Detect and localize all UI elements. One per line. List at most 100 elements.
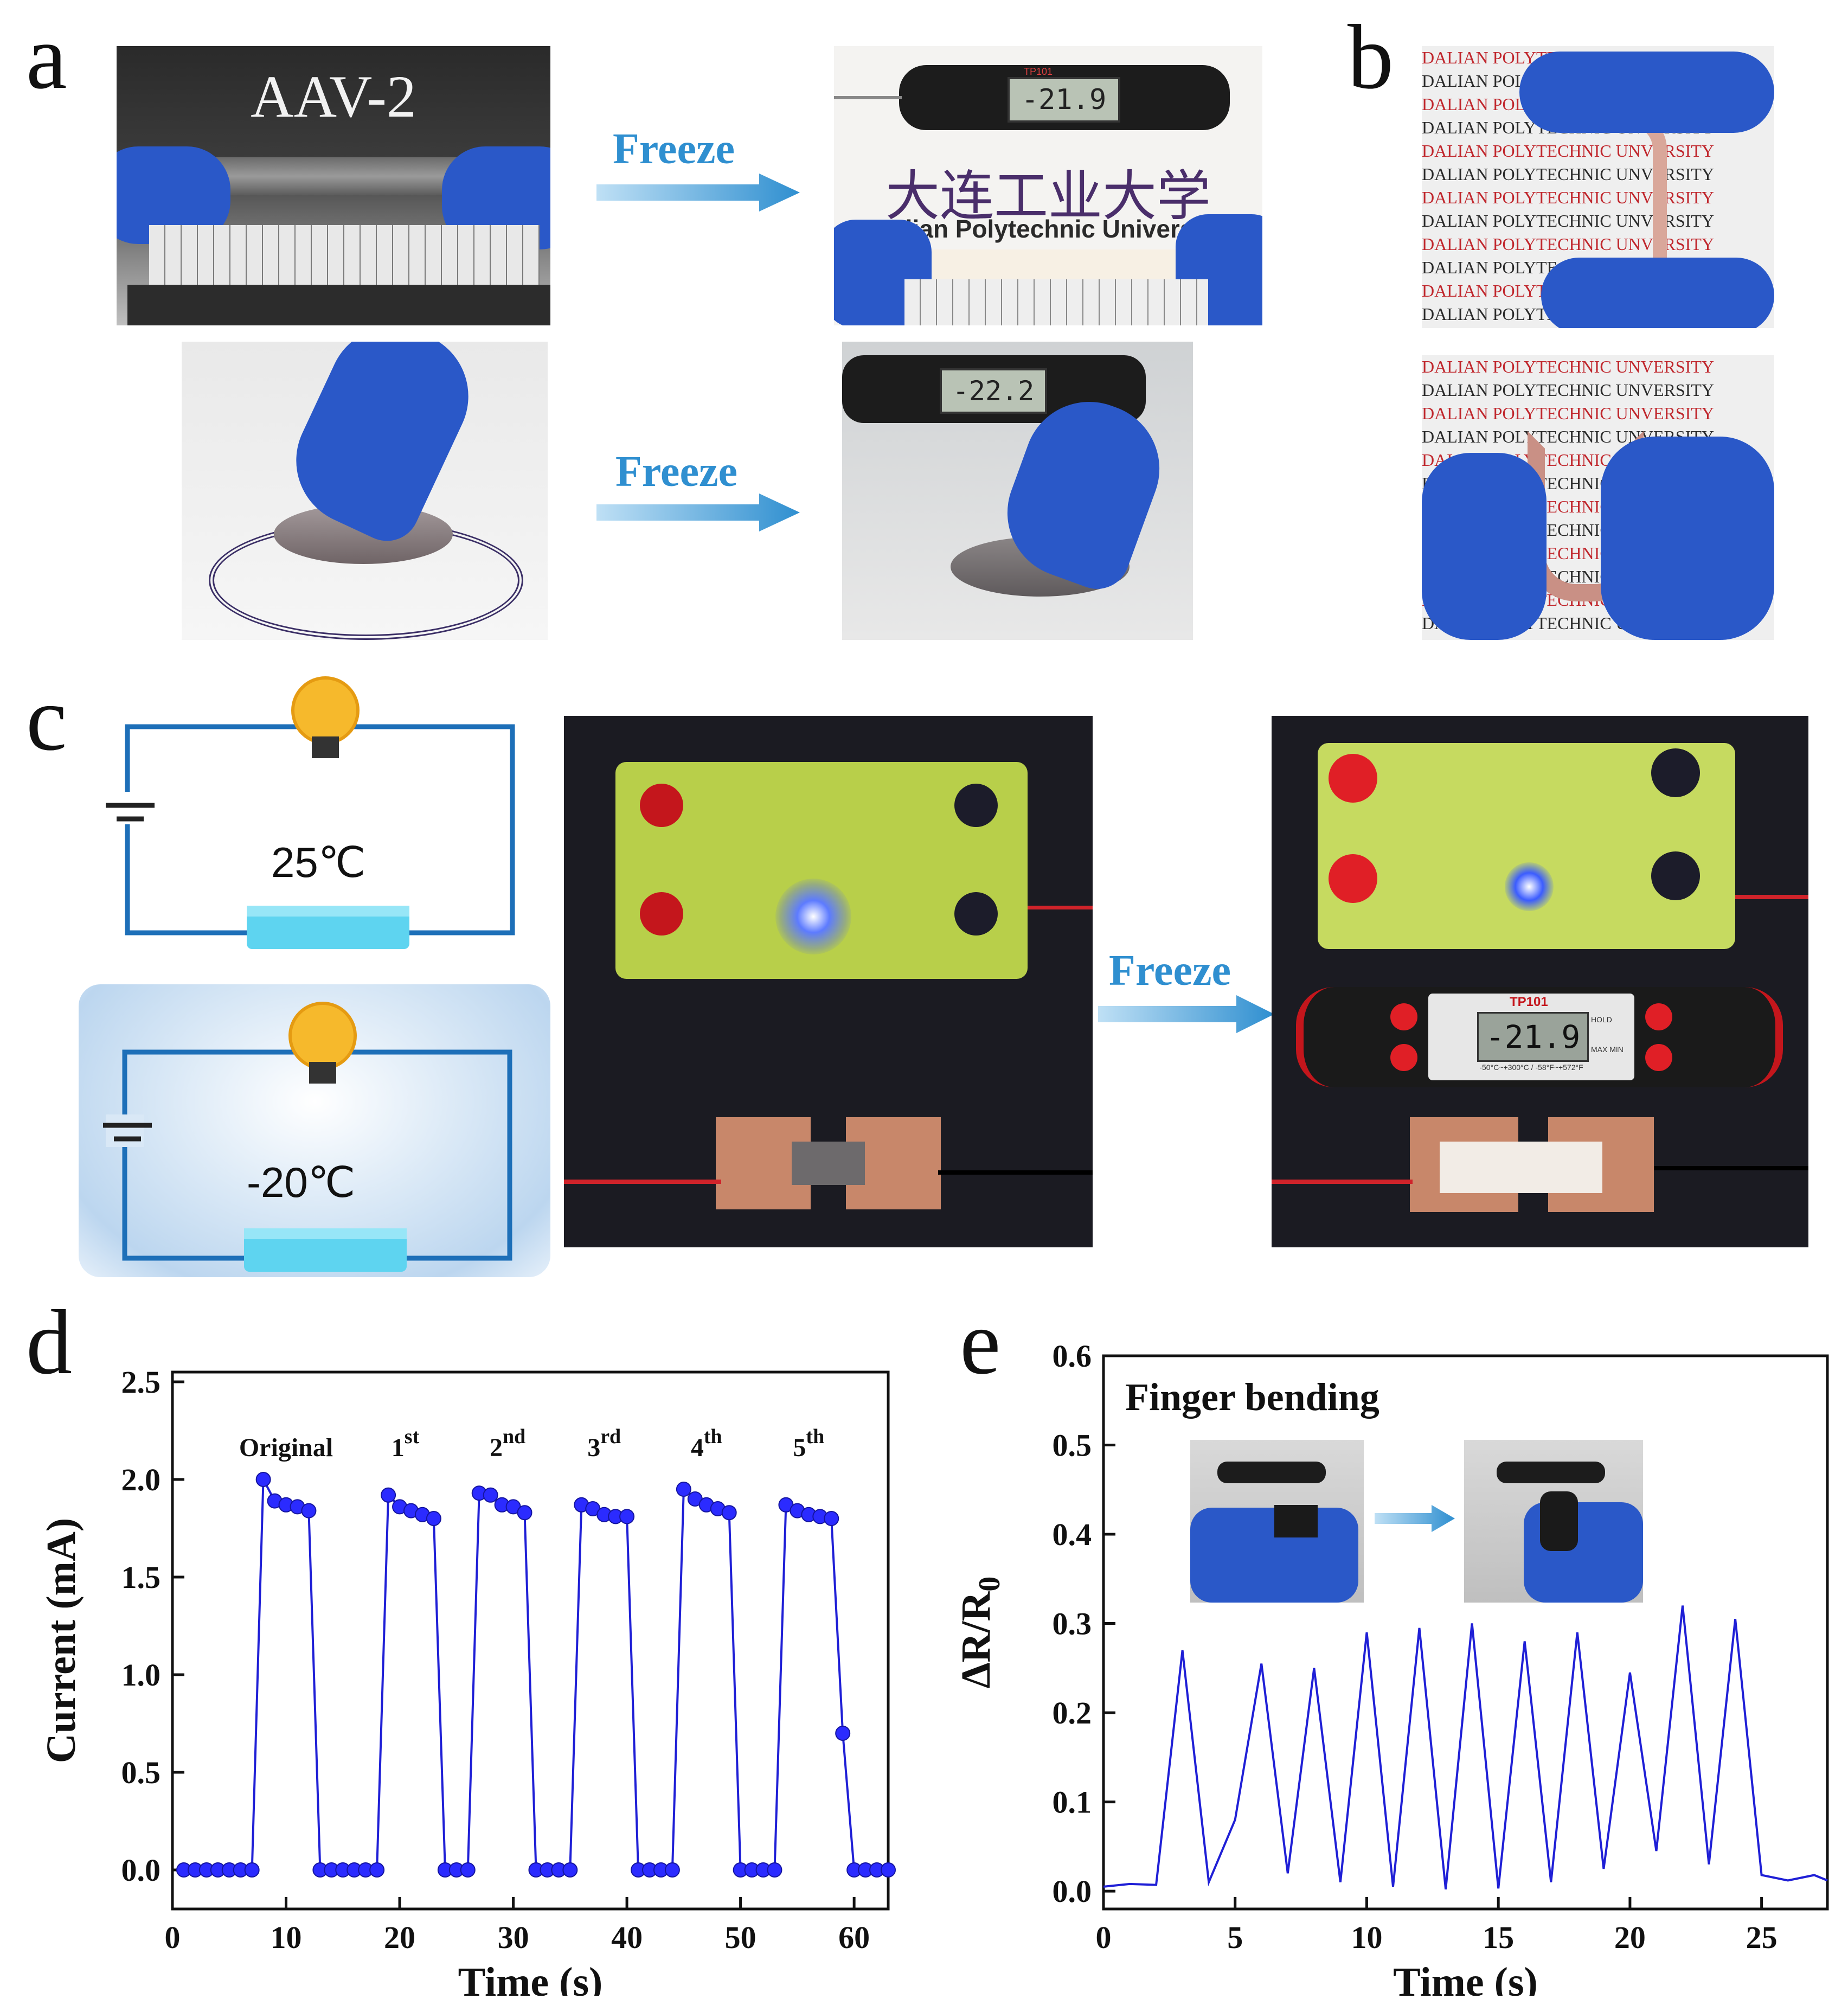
- photo-frozen-disc: -22.2: [842, 342, 1193, 640]
- wire-black-2: [1654, 1166, 1808, 1170]
- wire-board-red-2: [1735, 895, 1808, 899]
- y-tick-label: 0.6: [1053, 1338, 1092, 1374]
- data-point: [881, 1862, 896, 1878]
- y-tick-label: 0.5: [121, 1755, 161, 1790]
- glove-b-top: [1519, 52, 1774, 133]
- background-text-line: DALIAN POLYTECHNIC UNVERSITY: [1422, 403, 1714, 423]
- cycle-annotation-main: 1: [392, 1433, 405, 1462]
- banner-english: Dalian Polytechnic University: [873, 215, 1223, 243]
- x-tick-label: 30: [498, 1920, 529, 1955]
- inset-arrow: [1375, 1505, 1455, 1532]
- thermo-display-c: -21.9: [1477, 1012, 1589, 1062]
- terminal-red-3: [1329, 754, 1377, 803]
- freeze-arrow-c: [1098, 995, 1274, 1033]
- data-point: [664, 1862, 680, 1878]
- data-point: [426, 1511, 441, 1526]
- cycle-annotation-main: Original: [239, 1433, 333, 1462]
- sample-label: AAV-2: [251, 63, 416, 130]
- y-tick-label: 2.0: [121, 1462, 161, 1497]
- terminal-black-3: [1651, 748, 1700, 797]
- ruler-dark: [127, 285, 550, 325]
- series-line: [184, 1475, 888, 1871]
- terminal-black-2: [954, 892, 998, 936]
- banner-chinese: 大连工业大学: [886, 164, 1211, 228]
- terminal-red-1: [640, 784, 683, 827]
- thermometer-probe: [834, 96, 902, 99]
- photo-led-circuit-frozen: TP101 -21.9 HOLD MAX MIN -50°C~+300°C / …: [1272, 716, 1808, 1247]
- y-tick-label: 0.4: [1053, 1517, 1092, 1552]
- terminal-black-1: [954, 784, 998, 827]
- y-tick-label: 0.1: [1053, 1785, 1092, 1820]
- y-tick-label: 2.5: [121, 1364, 161, 1400]
- panel-label-a: a: [26, 6, 67, 108]
- background-text-line: DALIAN POLYTECHNIC UNVERSITY: [1422, 380, 1714, 400]
- hydrogel-sample-frozen: [1440, 1142, 1602, 1193]
- inset-sensor-straight: [1274, 1505, 1318, 1537]
- y-axis-label: Current (mA): [39, 1518, 84, 1763]
- thermo-hold: HOLD: [1591, 1015, 1612, 1024]
- data-point: [676, 1482, 691, 1497]
- series-line: [1103, 1605, 1828, 1890]
- data-point: [301, 1503, 317, 1519]
- wire-board-red: [1028, 906, 1093, 909]
- freeze-arrow-a-top: [596, 174, 800, 212]
- x-tick-label: 50: [725, 1920, 756, 1955]
- panel-label-e: e: [960, 1291, 1001, 1393]
- temp-label-warm: 25℃: [271, 838, 366, 886]
- data-point: [381, 1487, 396, 1503]
- frozen-strip: [915, 249, 1186, 279]
- cycle-annotation: 2nd: [490, 1425, 525, 1462]
- terminal-red-2: [640, 892, 683, 936]
- background-text-line: DALIAN POLYTECHNIC UNVERSITY: [1422, 357, 1714, 376]
- cycle-annotation: 1st: [392, 1425, 420, 1462]
- ruler-2: [904, 279, 1208, 325]
- thermo-button-1: [1390, 1003, 1417, 1030]
- x-tick-label: 40: [611, 1920, 643, 1955]
- panel-label-c: c: [26, 668, 67, 770]
- thermometer-a-top: -21.9 TP101: [899, 65, 1230, 130]
- y-tick-label: 0.3: [1053, 1606, 1092, 1642]
- photo-hydrogel-strip: AAV-2: [117, 46, 550, 325]
- cycle-annotation: 4th: [691, 1425, 722, 1462]
- thermo-button-4: [1645, 1044, 1672, 1071]
- thermo-button-2: [1390, 1044, 1417, 1071]
- cycle-annotation-main: 5: [793, 1433, 806, 1462]
- x-tick-label: 15: [1483, 1920, 1514, 1955]
- led-glow: [775, 879, 851, 954]
- panel-label-b: b: [1348, 6, 1394, 108]
- data-point: [255, 1472, 271, 1487]
- cycle-annotation: 5th: [793, 1425, 824, 1462]
- y-tick-label: 0.0: [1053, 1874, 1092, 1909]
- chart-title: Finger bending: [1125, 1375, 1379, 1419]
- data-point: [517, 1505, 532, 1521]
- y-tick-label: 0.0: [121, 1853, 161, 1888]
- inset-thermometer-2: [1497, 1462, 1605, 1483]
- x-tick-label: 5: [1227, 1920, 1243, 1955]
- circuit-diagram-cold: [103, 1002, 512, 1272]
- x-tick-label: 20: [384, 1920, 415, 1955]
- plot-frame: [1102, 1354, 1829, 1911]
- y-tick-label: 1.0: [121, 1657, 161, 1693]
- thermo-brand-c: TP101: [1510, 995, 1548, 1009]
- panel-label-d: d: [26, 1291, 72, 1393]
- photo-frozen-strip: -21.9 TP101 大连工业大学 Dalian Polytechnic Un…: [834, 46, 1262, 325]
- led-glow-2: [1505, 862, 1554, 911]
- data-point: [562, 1862, 578, 1878]
- x-axis-label: Time (s): [1393, 1959, 1538, 1996]
- glove-b-right: [1601, 437, 1774, 640]
- x-tick-label: 60: [838, 1920, 870, 1955]
- data-point: [483, 1487, 498, 1503]
- wire-red-2: [1272, 1180, 1413, 1184]
- freeze-label-c: Freeze: [1109, 947, 1231, 995]
- y-axis-label-main: ΔR/R: [953, 1591, 999, 1689]
- cycle-annotation: 3rd: [587, 1425, 621, 1462]
- glove-b-bottom: [1541, 258, 1774, 328]
- thermo-range: -50°C~+300°C / -58°F~+572°F: [1479, 1063, 1583, 1072]
- data-point: [369, 1862, 385, 1878]
- data-point: [244, 1862, 260, 1878]
- x-tick-label: 10: [1351, 1920, 1382, 1955]
- y-tick-label: 0.5: [1053, 1428, 1092, 1463]
